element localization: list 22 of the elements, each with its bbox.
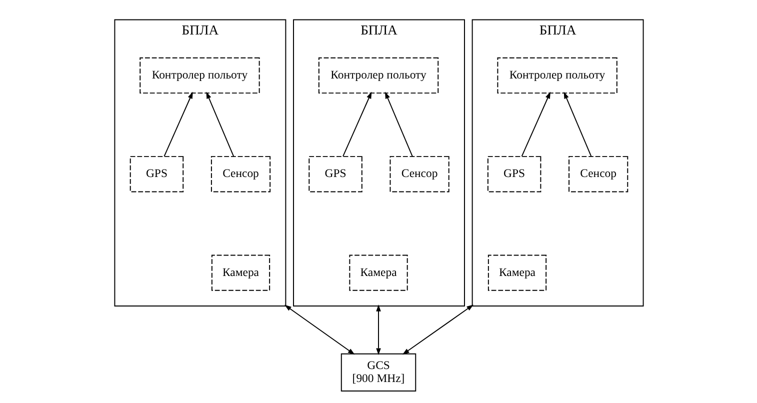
node-box: Контролер польоту	[496, 57, 617, 94]
node-box: Сенсор	[210, 156, 270, 192]
arrow	[206, 92, 234, 157]
node-box: Камера	[487, 254, 546, 291]
node-box: Контролер польоту	[318, 57, 438, 94]
node-box: GPS	[486, 156, 541, 192]
arrow	[384, 92, 412, 157]
arrow	[284, 304, 354, 355]
node-box: Камера	[348, 254, 408, 291]
arrow	[402, 304, 474, 355]
node-box: GPS	[129, 156, 184, 192]
node-box: Контролер польоту	[139, 57, 260, 94]
node-box: Сенсор	[568, 156, 628, 192]
arrow	[520, 92, 550, 157]
arrow	[342, 92, 372, 157]
node-box: Сенсор	[389, 156, 449, 192]
arrow	[563, 92, 592, 157]
arrow	[163, 92, 192, 157]
node-box: GPS	[308, 156, 362, 192]
node-box: Камера	[210, 254, 270, 291]
arrow	[376, 304, 380, 356]
node-box: GCS [900 MHz]	[340, 353, 416, 392]
